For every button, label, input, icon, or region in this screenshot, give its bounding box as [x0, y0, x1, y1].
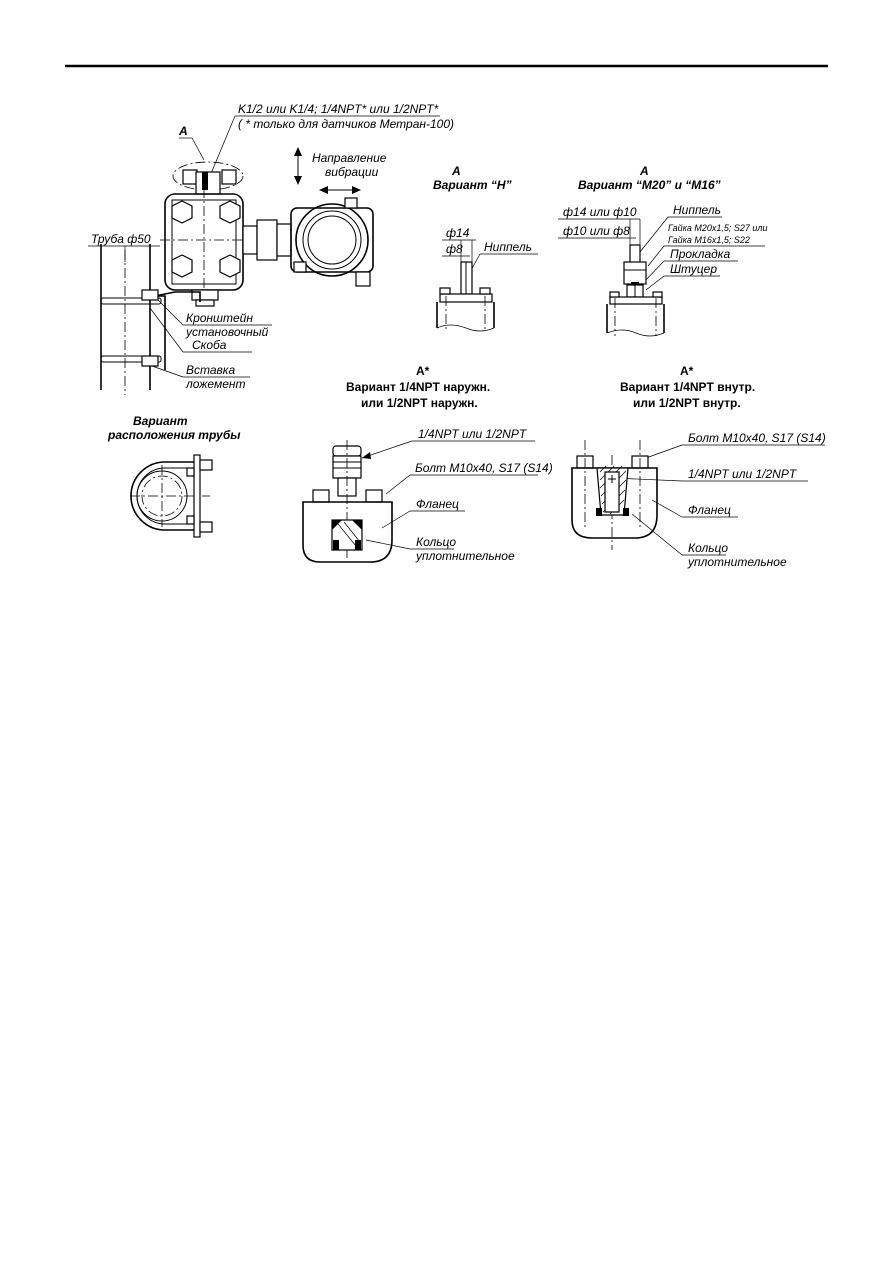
variant-npt-int: А* Вариант 1/4NPT внутр. или 1/2NPT внут…: [571, 364, 826, 569]
variant-npt-int-bolt-label: Болт М10х40, S17 (S14): [688, 431, 826, 445]
thread-note: ( * только для датчиков Метран-100): [238, 117, 454, 131]
variant-npt-ext-title-2: или 1/2NPT наружн.: [361, 396, 478, 410]
variant-m-gasket-label: Прокладка: [670, 247, 730, 261]
insert-label-2: ложемент: [185, 377, 245, 391]
variant-npt-int-ring-label-1: Кольцо: [688, 541, 728, 555]
variant-m-marker: А: [639, 164, 649, 178]
clamp-label: Скоба: [192, 338, 227, 352]
variant-h-nipple-label: Ниппель: [484, 240, 532, 254]
vibration-label-1: Направление: [312, 151, 387, 165]
variant-m-dim-outer: ф14 или ф10: [563, 205, 637, 219]
bracket-label-1: Кронштейн: [186, 311, 253, 325]
vibration-label-2: вибрации: [325, 165, 379, 179]
bracket-label-2: установочный: [185, 325, 269, 339]
variant-npt-int-ring-label-2: уплотнительное: [687, 555, 787, 569]
variant-h-title: Вариант “Н”: [433, 178, 512, 192]
pipe-variant-label-1: Вариант: [133, 414, 188, 428]
variant-h-marker: А: [451, 164, 461, 178]
variant-npt-int-thread-label: 1/4NPT или 1/2NPT: [688, 467, 798, 481]
variant-m-title: Вариант “М20” и “М16”: [578, 178, 721, 192]
variant-npt-int-title-1: Вариант 1/4NPT внутр.: [620, 380, 755, 394]
variant-npt-ext-ring-label-1: Кольцо: [416, 535, 456, 549]
variant-h: А Вариант “Н” ф14 ф8 Ниппель: [433, 164, 538, 332]
variant-npt-int-flange-label: Фланец: [688, 503, 731, 517]
thread-label: K1/2 или K1/4; 1/4NPT* или 1/2NPT*: [238, 102, 439, 116]
pipe-variant: Вариант расположения трубы: [107, 414, 241, 538]
variant-m-dim-inner: ф10 или ф8: [563, 224, 630, 238]
main-view: K1/2 или K1/4; 1/4NPT* или 1/2NPT* ( * т…: [88, 102, 454, 395]
insert-label-1: Вставка: [186, 363, 235, 377]
variant-npt-ext-title-1: Вариант 1/4NPT наружн.: [346, 380, 490, 394]
variant-npt-ext: А* Вариант 1/4NPT наружн. или 1/2NPT нар…: [302, 364, 553, 563]
vibration-arrow-icon: [294, 147, 361, 194]
variant-npt-ext-bolt-label: Болт М10х40, S17 (S14): [415, 461, 553, 475]
view-marker-a: А: [178, 124, 188, 138]
variant-h-dim-outer: ф14: [446, 226, 470, 240]
pipe-variant-label-2: расположения трубы: [107, 428, 241, 442]
variant-m-nut-label-2: Гайка М16х1,5; S22: [668, 235, 750, 245]
variant-npt-int-marker: А*: [680, 364, 694, 378]
variant-m-nipple-label: Ниппель: [673, 203, 721, 217]
variant-m-nut-label-1: Гайка М20х1,5; S27 или: [668, 223, 767, 233]
variant-npt-int-title-2: или 1/2NPT внутр.: [633, 396, 741, 410]
variant-m-fitting-label: Штуцер: [670, 262, 717, 276]
variant-npt-ext-marker: А*: [416, 364, 430, 378]
technical-drawing: K1/2 или K1/4; 1/4NPT* или 1/2NPT* ( * т…: [65, 64, 828, 569]
variant-npt-ext-thread-label: 1/4NPT или 1/2NPT: [418, 427, 528, 441]
pipe-label: Труба ф50: [91, 232, 151, 246]
variant-m: А Вариант “М20” и “М16” ф14 или ф10 ф10 …: [558, 164, 767, 337]
variant-h-dim-inner: ф8: [446, 242, 463, 256]
variant-npt-ext-ring-label-2: уплотнительное: [415, 549, 515, 563]
variant-npt-ext-flange-label: Фланец: [416, 497, 459, 511]
